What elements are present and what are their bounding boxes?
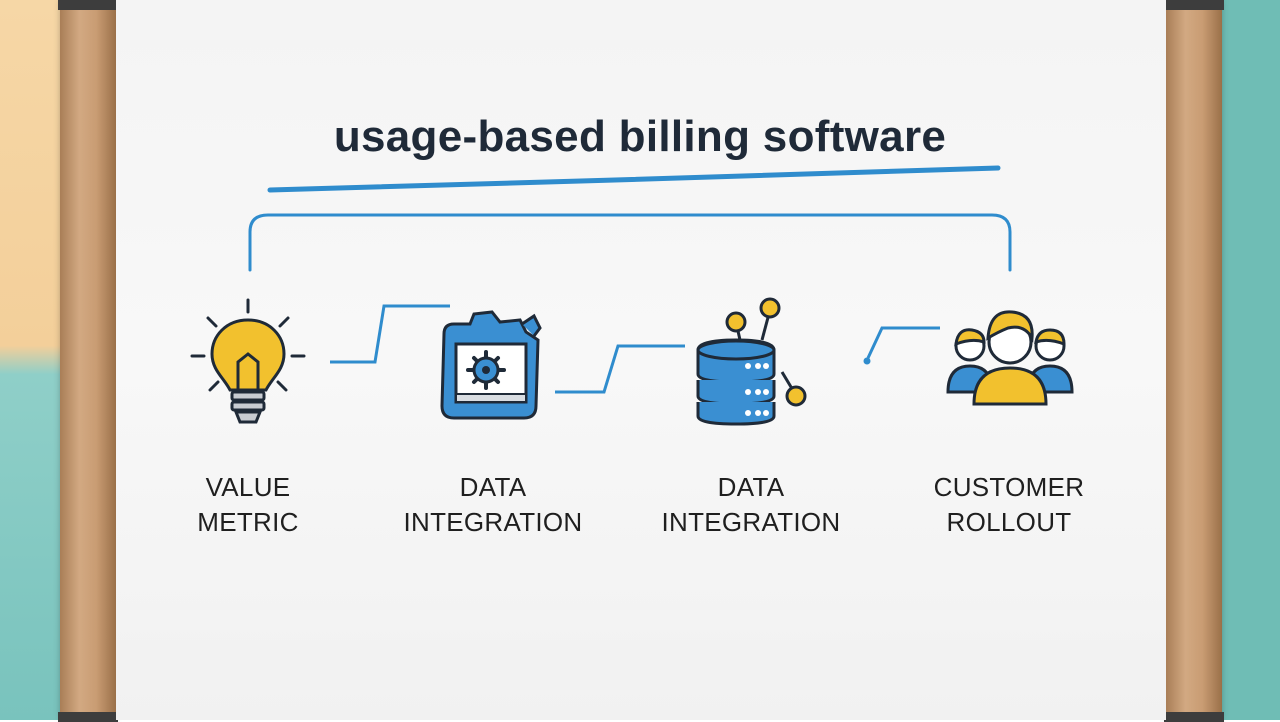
step-label-line: CUSTOMER — [933, 472, 1085, 502]
step-label-data-integration: DATA INTEGRATION — [373, 470, 613, 540]
step-label-line: VALUE — [205, 472, 291, 502]
users-group-icon — [946, 310, 1074, 406]
connector-3-4 — [866, 326, 940, 359]
frame-post-left — [60, 0, 116, 720]
whiteboard — [116, 0, 1166, 720]
connector-2-3 — [555, 344, 685, 394]
step-label-value-metric: VALUE METRIC — [128, 470, 368, 540]
step-label-line: INTEGRATION — [661, 507, 841, 537]
step-label-line: METRIC — [197, 507, 299, 537]
frame-cap — [1164, 0, 1224, 10]
title-underline — [267, 165, 1001, 193]
step-label-data-integration-2: DATA INTEGRATION — [631, 470, 871, 540]
step-label-line: INTEGRATION — [403, 507, 583, 537]
lightbulb-icon — [190, 298, 306, 424]
diagram-title: usage-based billing software — [333, 112, 947, 161]
connector-end-dot — [863, 357, 871, 365]
step-label-line: DATA — [717, 472, 785, 502]
frame-cap — [58, 712, 118, 722]
step-label-customer-rollout: CUSTOMER ROLLOUT — [889, 470, 1129, 540]
frame-cap — [1164, 712, 1224, 722]
settings-window-icon — [440, 310, 542, 420]
database-icon — [696, 297, 807, 426]
frame-cap — [58, 0, 118, 10]
bracket-connector — [248, 213, 1012, 272]
frame-post-right — [1166, 0, 1222, 720]
step-label-line: DATA — [459, 472, 527, 502]
connector-1-2 — [330, 304, 450, 364]
step-label-line: ROLLOUT — [946, 507, 1072, 537]
